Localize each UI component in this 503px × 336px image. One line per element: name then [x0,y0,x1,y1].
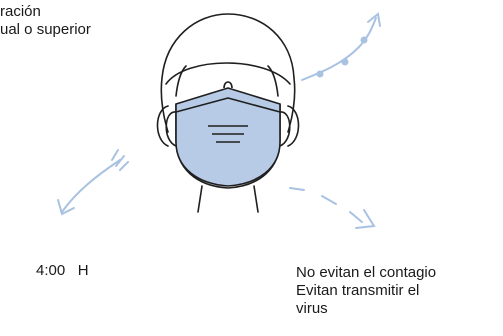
note-line-2: Evitan transmitir el [296,282,436,300]
mask-notes: No evitan el contagio Evitan transmitir … [296,264,436,318]
dashed-arrow-icon [290,188,374,228]
face-mask [166,82,290,186]
exhale-arrow-icon [302,14,380,80]
note-line-3: virus [296,300,436,318]
note-line-1: No evitan el contagio [296,264,436,282]
incoming-arrow-icon [58,150,128,214]
duration-label: 4:00 H [36,262,89,280]
